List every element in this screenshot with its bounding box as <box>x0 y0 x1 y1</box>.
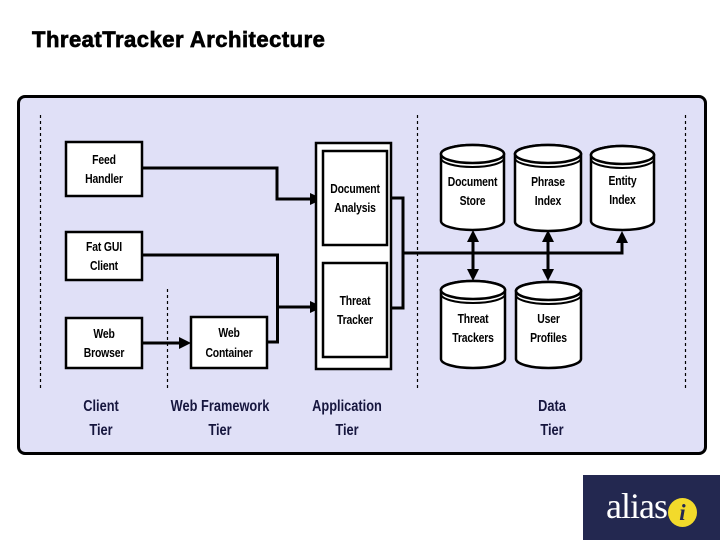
web-browser-label: Web Browser <box>83 325 125 361</box>
tier-label-application: Application Tier <box>312 398 382 439</box>
web-container-box <box>189 315 269 370</box>
alias-logo: alias i <box>583 475 720 540</box>
arrowhead-webcontainer <box>179 337 191 349</box>
threat-tracker-label: Threat Tracker <box>337 292 373 328</box>
arrowhead-phrase-up <box>542 230 554 242</box>
threat-trackers-cylinder <box>439 279 507 370</box>
tier-label-client: Client Tier <box>83 398 119 439</box>
feed-handler-label: Feed Handler <box>85 151 123 187</box>
web-container-label: Web Container <box>205 325 253 360</box>
document-store-cylinder <box>439 143 506 232</box>
fat-gui-client-label: Fat GUI Client <box>86 238 122 274</box>
slide-title: ThreatTracker Architecture <box>32 27 326 53</box>
document-store-label: Document Store <box>447 173 498 209</box>
tier-label-web-framework: Web Framework Tier <box>170 398 270 439</box>
document-analysis-label: Document Analysis <box>330 180 380 216</box>
feed-handler-box <box>64 140 144 198</box>
arrowhead-docstore-up <box>467 230 479 242</box>
connector-feed-to-analysis <box>142 166 312 201</box>
alias-logo-i-icon: i <box>667 498 697 527</box>
web-browser-box <box>64 316 144 370</box>
connector-fatgui-webcontainer <box>142 253 279 344</box>
arrowhead-profiles-down <box>542 269 554 281</box>
fat-gui-client-box <box>64 230 144 282</box>
arrowhead-entity-index <box>616 231 628 243</box>
document-analysis-box <box>321 149 389 247</box>
entity-index-label: Entity Index <box>608 172 637 208</box>
threat-tracker-box <box>321 261 389 359</box>
phrase-index-cylinder <box>513 143 583 233</box>
alias-logo-text: alias <box>606 485 668 526</box>
arrowhead-trackers-down <box>467 269 479 281</box>
entity-index-cylinder <box>589 144 656 232</box>
threat-trackers-label: Threat Trackers <box>452 310 494 346</box>
tier-label-data: Data Tier <box>538 398 566 439</box>
user-profiles-label: User Profiles <box>530 310 567 346</box>
user-profiles-cylinder <box>514 280 583 370</box>
phrase-index-label: Phrase Index <box>531 173 565 209</box>
connector-data-bus <box>403 243 624 255</box>
